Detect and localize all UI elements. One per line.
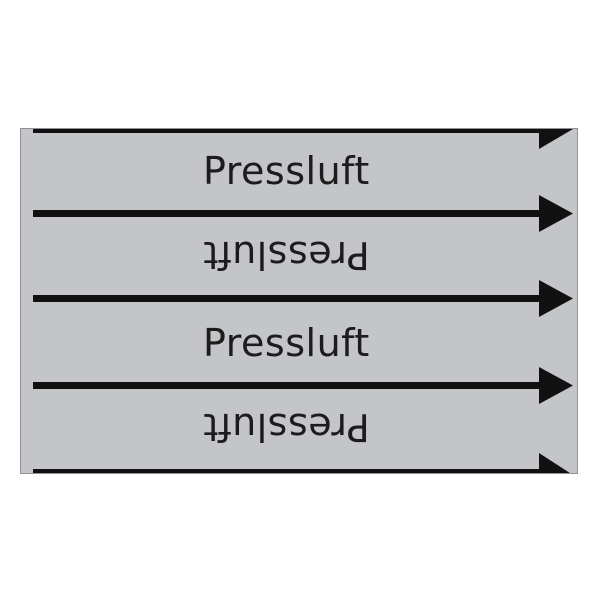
label-text-row-1: Pressluft [21, 149, 577, 193]
label-text: Pressluft [203, 149, 370, 193]
arrow-bottom [33, 453, 570, 473]
label-text-row-3: Pressluft [21, 321, 577, 365]
pipe-marker-label: Pressluft Pressluft Pressluft Pressluft [20, 128, 578, 474]
label-text-row-2-inverted: Pressluft [21, 233, 577, 277]
label-text: Pressluft [203, 321, 370, 365]
arrow-lines [33, 129, 573, 473]
label-text: Pressluft [203, 405, 370, 449]
arrow-top [33, 129, 573, 149]
arrow-1 [33, 195, 573, 232]
arrow-2 [33, 280, 573, 317]
label-text: Pressluft [203, 233, 370, 277]
arrow-3 [33, 367, 573, 404]
label-text-row-4-inverted: Pressluft [21, 405, 577, 449]
